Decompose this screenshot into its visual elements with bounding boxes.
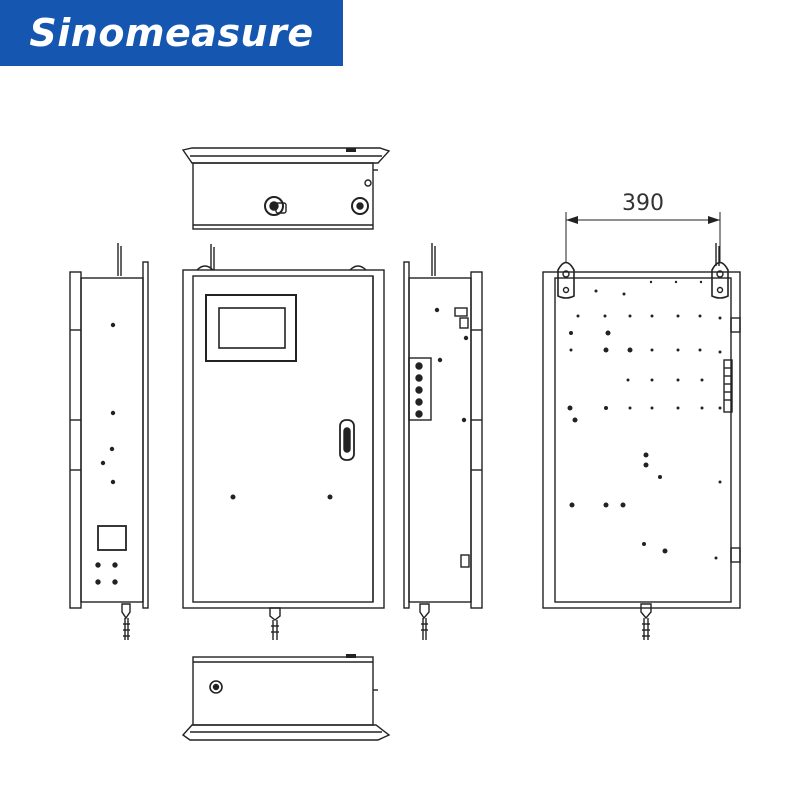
- display-screen: [218, 307, 286, 349]
- mounting-lug-right: [711, 261, 729, 299]
- bottom-port: [209, 680, 223, 694]
- back-terminal: [723, 359, 733, 413]
- back-view: [542, 212, 741, 640]
- back-holes: [567, 280, 722, 560]
- left-side-view: [69, 243, 149, 640]
- top-connector: [264, 196, 284, 216]
- side-window: [97, 525, 127, 551]
- display-frame: [205, 294, 297, 362]
- brand-name: Sinomeasure: [29, 11, 314, 55]
- terminal-strip: [408, 357, 432, 421]
- width-dimension-label: 390: [622, 191, 664, 216]
- top-view: [181, 147, 391, 230]
- bottom-view: [181, 654, 391, 741]
- door-handle: [339, 419, 355, 461]
- mounting-lug-left: [557, 261, 575, 299]
- brand-logo: Sinomeasure: [0, 0, 343, 66]
- front-view: [182, 244, 385, 640]
- top-gland: [351, 197, 369, 215]
- right-side-view: [403, 243, 483, 640]
